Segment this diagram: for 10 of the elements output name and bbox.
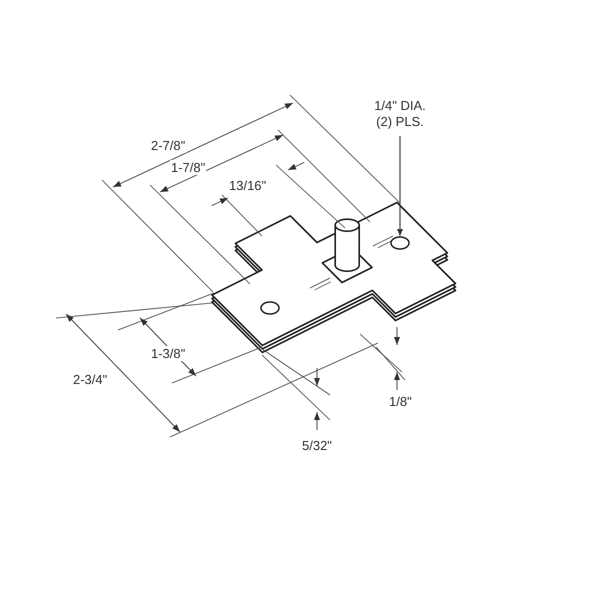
dimension-label: 1/8" bbox=[388, 394, 413, 409]
dimension-label: 2-7/8" bbox=[150, 138, 186, 153]
dimension-label: 2-3/4" bbox=[72, 372, 108, 387]
dimension-label: 1-3/8" bbox=[150, 346, 186, 361]
dimension-label: 5/32" bbox=[301, 438, 333, 453]
dimension-label: 1-7/8" bbox=[170, 160, 206, 175]
dimension-label: 13/16" bbox=[228, 178, 268, 193]
leader-line bbox=[397, 136, 403, 236]
mounting-hole bbox=[390, 236, 410, 250]
callout-text: 1/4" DIA. (2) PLS. bbox=[372, 98, 428, 130]
